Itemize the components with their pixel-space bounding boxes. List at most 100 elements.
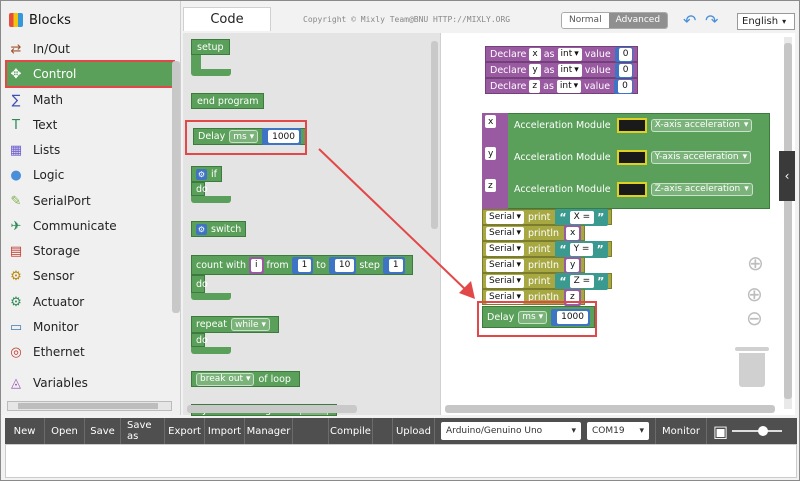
repeat-mode-dropdown[interactable]: while ▾ — [230, 318, 270, 331]
declare-value-field[interactable]: 0 — [618, 63, 633, 77]
workspace-delay-block[interactable]: Delay ms ▾ 1000 — [482, 306, 596, 328]
zoom-reset-icon[interactable]: ⊕ — [747, 251, 764, 275]
variable-value-field[interactable]: y — [565, 258, 580, 272]
repeat-block[interactable]: repeat while ▾ — [191, 316, 279, 333]
serial-dropdown[interactable]: Serial▾ — [486, 226, 524, 240]
count-with-block[interactable]: count with i from 1 to 10 step 1 — [191, 255, 413, 275]
accel-axis-dropdown[interactable]: X-axis acceleration▾ — [650, 118, 753, 132]
save-button[interactable]: Save — [85, 418, 121, 444]
open-button[interactable]: Open — [45, 418, 85, 444]
mode-normal-button[interactable]: Normal — [562, 13, 609, 28]
gear-icon[interactable]: ⚙ — [196, 168, 207, 180]
serial-block[interactable]: Serial▾print“X =” — [482, 208, 613, 226]
monitor-button[interactable]: Monitor — [655, 418, 708, 444]
accel-axis-dropdown[interactable]: Y-axis acceleration▾ — [650, 150, 752, 164]
mode-advanced-button[interactable]: Advanced — [608, 13, 668, 28]
manager-button[interactable]: Manager — [245, 418, 293, 444]
sidebar-horizontal-scrollbar[interactable] — [7, 401, 172, 411]
delay-value-field[interactable]: 1000 — [268, 130, 300, 143]
trash-icon[interactable] — [735, 347, 769, 387]
declare-type-dropdown[interactable]: int▾ — [556, 79, 582, 93]
zoom-out-icon[interactable]: ⊖ — [746, 306, 763, 330]
delay-unit-dropdown[interactable]: ms ▾ — [229, 130, 259, 143]
zoom-in-icon[interactable]: ⊕ — [746, 282, 763, 306]
sidebar-item-sensor[interactable]: ⚙Sensor — [7, 264, 173, 288]
declare-type-dropdown[interactable]: int▾ — [557, 63, 582, 77]
variable-value-field[interactable]: z — [565, 290, 579, 304]
serial-block[interactable]: Serial▾print“Z =” — [482, 272, 613, 290]
string-value-field[interactable]: X = — [569, 210, 595, 224]
board-select[interactable]: Arduino/Genuino Uno ▾ — [441, 422, 581, 440]
serial-dropdown[interactable]: Serial▾ — [486, 242, 524, 256]
import-button[interactable]: Import — [205, 418, 245, 444]
serial-dropdown[interactable]: Serial▾ — [486, 290, 524, 304]
to-value-field[interactable]: 10 — [334, 258, 355, 272]
tab-code[interactable]: Code — [183, 7, 271, 31]
break-mode-dropdown[interactable]: break out ▾ — [196, 372, 255, 386]
redo-icon[interactable]: ↷ — [705, 11, 719, 30]
flyout-delay-block[interactable]: Delay ms ▾ 1000 — [193, 128, 307, 145]
break-out-block[interactable]: break out ▾ of loop — [191, 371, 300, 387]
compile-button[interactable]: Compile — [329, 418, 373, 444]
setup-block[interactable]: setup — [191, 39, 230, 55]
string-value-field[interactable]: Y = — [569, 242, 594, 256]
new-button[interactable]: New — [5, 418, 45, 444]
sidebar-item-logic[interactable]: ●Logic — [7, 163, 173, 187]
sidebar-item-communicate[interactable]: ✈Communicate — [7, 214, 173, 238]
from-value-field[interactable]: 1 — [297, 258, 312, 272]
sidebar-scrollbar[interactable] — [172, 61, 180, 313]
sidebar-item-lists[interactable]: ▦Lists — [7, 138, 173, 162]
declare-var-field[interactable]: y — [529, 63, 541, 77]
workspace-vertical-scrollbar[interactable] — [784, 37, 792, 409]
declare-value-field[interactable]: 0 — [618, 79, 632, 93]
if-block[interactable]: ⚙ if — [191, 166, 222, 182]
sidebar-item-control[interactable]: ✥Control — [5, 60, 175, 88]
port-select[interactable]: COM19 ▾ — [587, 422, 649, 440]
declare-var-field[interactable]: x — [529, 47, 541, 61]
sidebar-item-actuator[interactable]: ⚙Actuator — [7, 290, 173, 314]
sidebar-item-monitor[interactable]: ▭Monitor — [7, 315, 173, 339]
mode-toggle[interactable]: Normal Advanced — [561, 12, 669, 29]
language-select[interactable]: English ▾ — [737, 13, 795, 30]
export-button[interactable]: Export — [165, 418, 205, 444]
flyout-scrollbar[interactable] — [431, 41, 438, 229]
ws-delay-value-field[interactable]: 1000 — [557, 310, 589, 324]
end-program-block[interactable]: end program — [191, 93, 265, 109]
sidebar-item-serialport[interactable]: ✎SerialPort — [7, 189, 173, 213]
upload-button[interactable]: Upload — [393, 418, 435, 444]
step-value-field[interactable]: 1 — [388, 258, 403, 272]
declare-value-field[interactable]: 0 — [618, 47, 633, 61]
switch-block[interactable]: ⚙ switch — [191, 221, 247, 237]
gear-icon[interactable]: ⚙ — [196, 223, 207, 235]
serial-dropdown[interactable]: Serial▾ — [486, 258, 524, 272]
serial-block[interactable]: Serial▾print“Y =” — [482, 240, 612, 258]
declare-type-dropdown[interactable]: int▾ — [557, 47, 582, 61]
variable-value-field[interactable]: x — [565, 226, 580, 240]
sidebar-item-math[interactable]: ∑Math — [7, 88, 173, 112]
sidebar-item-variables[interactable]: ◬Variables — [7, 371, 173, 395]
ws-delay-unit-dropdown[interactable]: ms ▾ — [518, 310, 548, 324]
collapse-panel-button[interactable]: ‹ — [779, 151, 795, 201]
font-size-slider[interactable] — [732, 422, 783, 440]
workspace-horizontal-scrollbar[interactable] — [445, 405, 775, 413]
sidebar-item-storage[interactable]: ▤Storage — [7, 239, 173, 263]
count-var-field[interactable]: i — [250, 258, 262, 272]
accel-var-field[interactable]: y — [485, 147, 497, 160]
accel-var-field[interactable]: x — [485, 115, 497, 128]
accel-axis-dropdown[interactable]: Z-axis acceleration▾ — [650, 182, 753, 196]
serial-dropdown[interactable]: Serial▾ — [486, 210, 524, 224]
flyout-horizontal-scrollbar[interactable] — [187, 405, 357, 413]
declare-var-field[interactable]: z — [529, 79, 541, 93]
sidebar-item-in-out[interactable]: ⇄In/Out — [7, 37, 173, 61]
undo-icon[interactable]: ↶ — [683, 11, 697, 30]
sidebar-item-ethernet[interactable]: ◎Ethernet — [7, 340, 173, 364]
